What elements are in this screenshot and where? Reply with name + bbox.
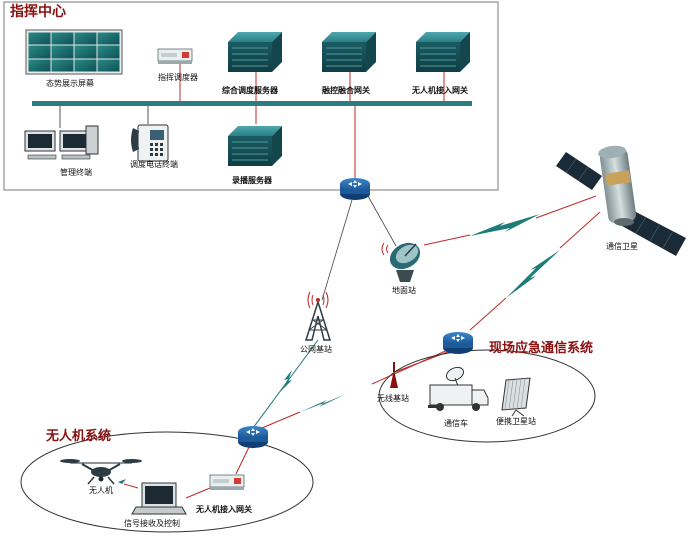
switch-device-label: 指挥调度器: [158, 72, 198, 82]
wireless-link-field-drone: [300, 394, 346, 412]
portable-station-label: 便携卫星站: [496, 416, 536, 426]
field-system-title: 现场应急通信系统: [489, 340, 593, 356]
video-wall-label: 态势展示屏幕: [46, 78, 94, 88]
server-fusion-gateway: [321, 31, 377, 73]
video-wall: [25, 29, 123, 75]
server3-label: 无人机接入网关: [411, 85, 468, 95]
drone-gateway-label: 无人机接入网关: [195, 504, 252, 514]
ground-station-dish-icon: [381, 242, 421, 282]
cell-tower-icon: [304, 291, 332, 341]
link-router-tower: [321, 199, 353, 301]
command-center-title: 指挥中心: [10, 3, 66, 20]
wireless-link-sat-field: [506, 250, 560, 298]
link-router-ground: [367, 195, 397, 247]
laptop-label: 信号接收及控制: [124, 518, 180, 528]
server2-label: 融控融合网关: [322, 85, 370, 95]
server-recording: [227, 125, 283, 167]
cell-tower-label: 公网基站: [300, 344, 332, 354]
server-integrated-dispatch: [227, 31, 283, 73]
comm-vehicle-label: 通信车: [444, 418, 468, 428]
workstation-label: 管理终端: [60, 167, 92, 177]
core-router-icon: [340, 178, 370, 200]
drone-icon: [60, 459, 142, 485]
switch-device: [157, 48, 193, 65]
drone-system-title: 无人机系统: [45, 428, 111, 444]
comm-vehicle-icon: [428, 366, 489, 411]
lan-bus: [32, 101, 472, 106]
server-drone-gateway: [415, 31, 471, 73]
ip-phone-icon: [131, 106, 169, 162]
drone-system-boundary: [20, 431, 314, 533]
ground-station-label: 地面站: [392, 285, 416, 295]
laptop-icon: [131, 482, 187, 515]
drone-label: 无人机: [89, 485, 113, 495]
recording-server-label: 录播服务器: [232, 175, 273, 185]
satellite-label: 通信卫星: [606, 241, 638, 251]
ip-phone-label: 调度电话终端: [130, 159, 178, 169]
wireless-link-tower: [280, 370, 292, 392]
wireless-station-label: 无线基站: [377, 393, 409, 403]
drone-router-icon: [238, 426, 268, 448]
drone-gateway-device: [209, 474, 245, 491]
wireless-station-icon: [390, 362, 398, 388]
workstation-icon: [24, 106, 99, 160]
field-system-boundary: [378, 349, 596, 443]
satellite-icon: [556, 145, 686, 256]
server1-label: 综合调度服务器: [222, 85, 279, 95]
portable-station-icon: [501, 377, 531, 417]
field-router-icon: [443, 332, 473, 354]
wireless-link-ground-sat: [470, 214, 540, 236]
